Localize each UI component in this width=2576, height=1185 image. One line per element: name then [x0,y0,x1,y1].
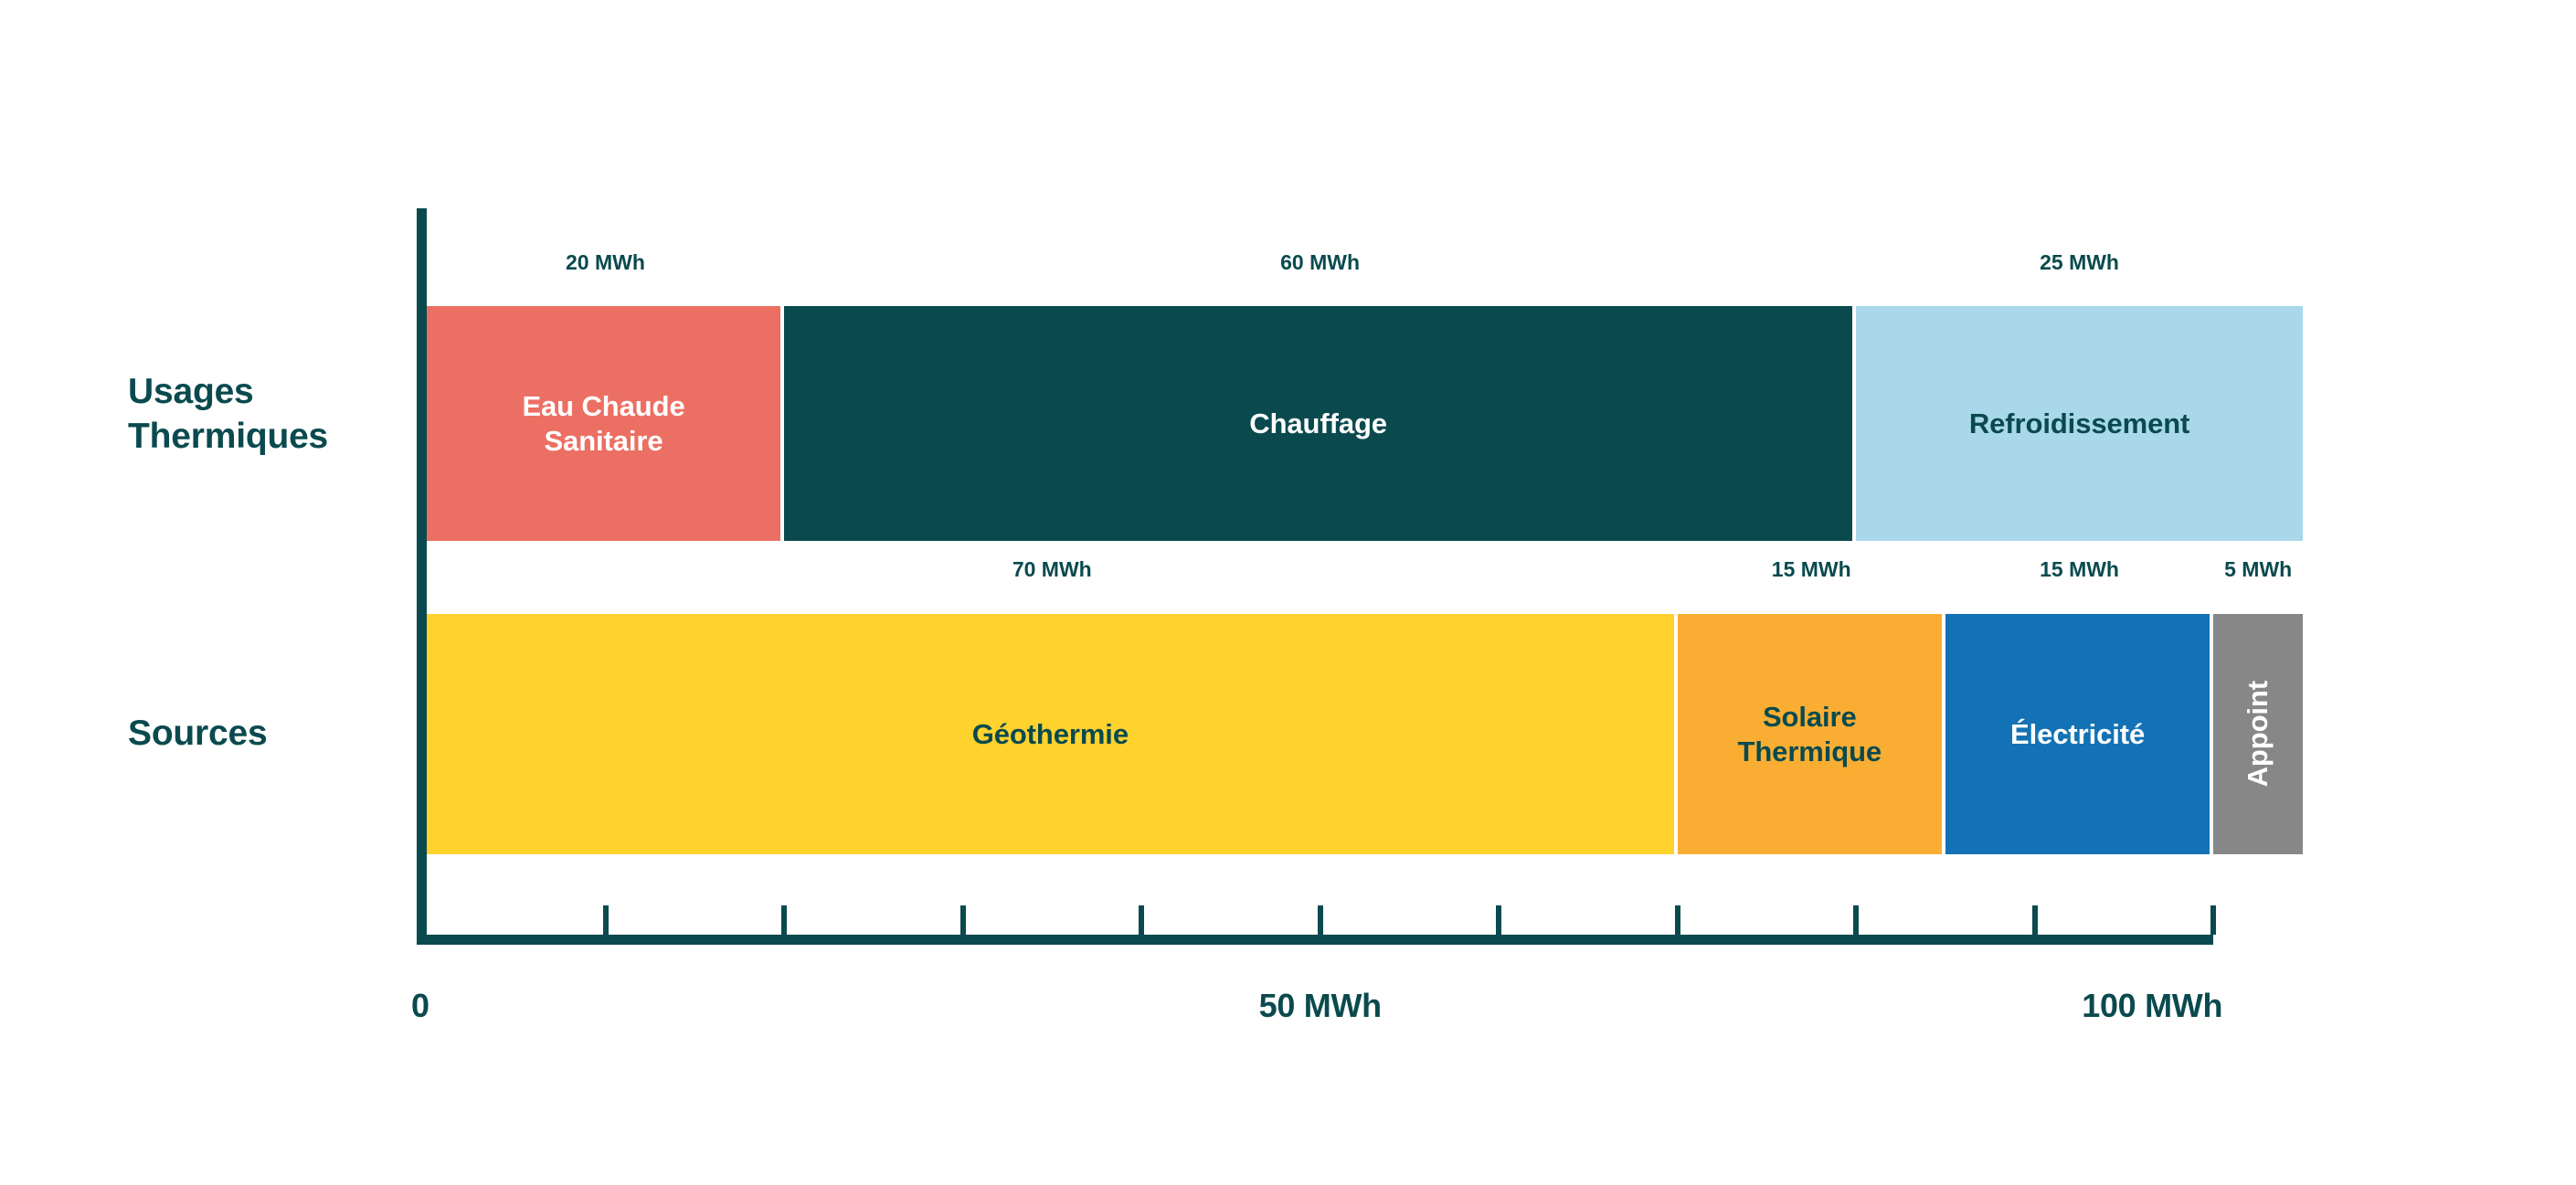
bar-segment-label: Géothermie [971,717,1129,750]
x-axis-tick [781,905,788,935]
bar-segment-refroidissement[interactable]: Refroidissement [1856,306,2303,541]
bar-segment-geothermie[interactable]: Géothermie [427,614,1674,854]
y-axis-line [417,208,427,945]
row-label-usages-thermiques: Usages Thermiques [128,372,329,456]
x-axis-line [417,935,2214,945]
x-axis-tick-label: 100 MWh [2082,987,2223,1024]
row-label-sources: Sources [128,714,268,753]
segment-value-label: 25 MWh [2040,250,2119,274]
bar-segment-solaire-thermique[interactable]: Solaire Thermique [1677,614,1942,854]
segment-value-label: 15 MWh [1771,557,1851,581]
x-axis-tick-label: 0 [411,987,429,1024]
bar-segment-eau-chaude-sanitaire[interactable]: Eau Chaude Sanitaire [427,306,781,541]
bar-segment-label: Appoint [2242,681,2274,788]
segment-value-label: 20 MWh [566,250,645,274]
x-axis-tick [1674,905,1680,935]
bar-segment-electricite[interactable]: Électricité [1945,614,2210,854]
x-axis-tick [2031,905,2038,935]
stacked-bar-usages-thermiques: Eau Chaude Sanitaire Chauffage Refroidisse… [427,306,2303,541]
bar-segment-chauffage[interactable]: Chauffage [784,306,1853,541]
x-axis-tick [1317,905,1323,935]
x-axis-tick-label: 50 MWh [1258,987,1383,1024]
segment-value-label: 60 MWh [1280,250,1360,274]
x-axis-tick [602,905,609,935]
segment-value-label: 15 MWh [2040,557,2119,581]
x-axis-tick [1139,905,1145,935]
segment-value-label: 5 MWh [2224,557,2293,581]
bar-segment-label: Électricité [2010,717,2146,750]
bar-segment-label: Chauffage [1249,407,1387,439]
bar-segment-label: Solaire Thermique [1737,700,1882,767]
stacked-bar-sources: Géothermie Solaire Thermique Électricité Ap… [427,614,2303,854]
x-axis-tick [2210,905,2217,935]
x-axis-tick [1853,905,1860,935]
bar-segment-label: Eau Chaude Sanitaire [522,389,685,457]
x-axis-tick [1496,905,1502,935]
x-axis-tick [959,905,966,935]
segment-value-label: 70 MWh [1012,557,1092,581]
bar-segment-appoint[interactable]: Appoint [2213,614,2303,854]
bar-segment-label: Refroidissement [1968,407,2190,439]
